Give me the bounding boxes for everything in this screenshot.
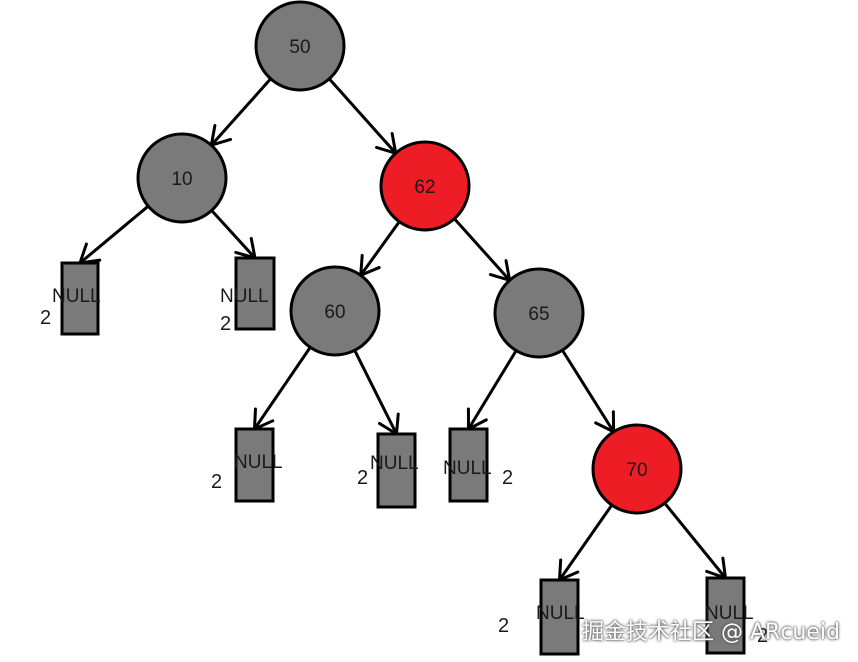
edge-n60-null3 [253, 345, 312, 431]
edge-n62-n60 [359, 220, 401, 277]
null-leaf-box [705, 576, 746, 655]
node-value-label: 70 [626, 460, 647, 481]
node-value-label: 10 [171, 169, 192, 190]
null-leaf-box [234, 427, 275, 503]
black-height-label: 2 [502, 467, 513, 489]
null-label: NULL [52, 286, 101, 307]
black-height-label: 2 [211, 471, 222, 493]
edge-n50-n10 [209, 77, 273, 147]
black-height-label: 2 [498, 615, 509, 637]
tree-node-50: 50 [254, 0, 346, 92]
black-node-circle [136, 132, 228, 224]
black-height-label: 2 [757, 625, 768, 647]
node-value-label: 60 [324, 302, 345, 323]
null-leaf-box [448, 427, 489, 503]
null-label: NULL [536, 603, 585, 624]
black-height-label: 2 [220, 313, 231, 335]
null-label: NULL [370, 453, 419, 474]
black-node-circle [254, 0, 346, 92]
null-label: NULL [705, 603, 754, 624]
null-label: NULL [220, 286, 269, 307]
null-leaf: NULL 2 [211, 427, 283, 503]
node-value-label: 50 [289, 37, 310, 58]
null-leaf: NULL 2 [443, 427, 513, 503]
null-leaf-box [60, 261, 100, 336]
edge-n50-n62 [327, 77, 398, 155]
null-leaf: NULL 2 [498, 578, 585, 656]
edge-n70-null7 [663, 501, 727, 580]
edges-layer [78, 77, 727, 582]
null-label: NULL [443, 458, 492, 479]
null-label: NULL [234, 452, 283, 473]
edge-n65-n70 [560, 348, 616, 434]
null-leaf: NULL 2 [220, 256, 276, 335]
edge-n10-null1 [78, 204, 150, 265]
edge-n62-n65 [452, 217, 512, 282]
red-node-circle [591, 423, 683, 515]
null-leaf-box [539, 578, 580, 656]
edge-n65-null5 [466, 349, 518, 431]
edge-n70-null6 [558, 503, 614, 582]
null-leaf-box [234, 256, 276, 331]
node-value-label: 62 [414, 177, 435, 198]
tree-node-70: 70 [591, 423, 683, 515]
node-value-label: 65 [528, 304, 549, 325]
red-node-circle [379, 140, 471, 232]
black-node-circle [493, 267, 585, 359]
tree-node-10: 10 [136, 132, 228, 224]
tree-node-65: 65 [493, 267, 585, 359]
null-leaf-box [376, 432, 417, 509]
edge-n10-null2 [210, 209, 257, 260]
watermark: 掘金技术社区 @ ARcueid [582, 620, 840, 645]
tree-node-60: 60 [289, 265, 381, 357]
tree-node-62: 62 [379, 140, 471, 232]
black-height-label: 2 [40, 307, 51, 329]
black-height-label: 2 [357, 467, 368, 489]
black-node-circle [289, 265, 381, 357]
edge-n60-null4 [353, 348, 400, 436]
